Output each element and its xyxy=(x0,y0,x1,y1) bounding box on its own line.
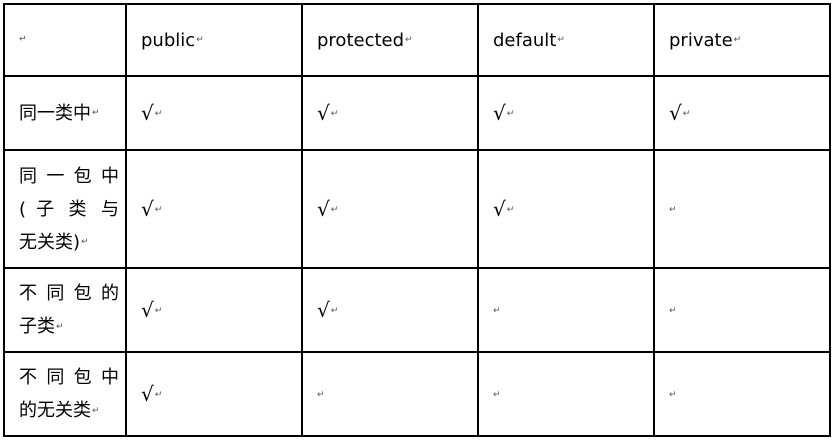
paragraph-mark: ↵ xyxy=(92,108,100,118)
cell-same-class-private: √↵ xyxy=(653,75,831,151)
check-mark: √ xyxy=(141,196,154,221)
table-row: 不同包中 的无关类↵ √↵ ↵ ↵ ↵ xyxy=(3,351,831,437)
table-row: 同一包中 ( 子 类 与 无关类)↵ √↵ √↵ √↵ ↵ xyxy=(3,149,831,269)
check-mark: √ xyxy=(141,381,154,406)
paragraph-mark: ↵ xyxy=(405,35,413,45)
paragraph-mark: ↵ xyxy=(317,389,325,400)
paragraph-mark: ↵ xyxy=(330,204,339,215)
cell-other-unrelated-private: ↵ xyxy=(653,351,831,437)
cell-other-subclass-private: ↵ xyxy=(653,267,831,353)
table-row: 同一类中↵ √↵ √↵ √↵ √↵ xyxy=(3,75,831,151)
paragraph-mark: ↵ xyxy=(669,305,677,316)
paragraph-mark: ↵ xyxy=(92,405,100,416)
cell-same-package-public: √↵ xyxy=(125,149,303,269)
check-mark: √ xyxy=(317,196,330,221)
paragraph-mark: ↵ xyxy=(330,108,339,119)
cell-other-subclass-protected: √↵ xyxy=(301,267,479,353)
cell-same-class-public: √↵ xyxy=(125,75,303,151)
paragraph-mark: ↵ xyxy=(154,389,163,400)
cell-other-unrelated-protected: ↵ xyxy=(301,351,479,437)
check-mark: √ xyxy=(317,100,330,125)
header-private: private↵ xyxy=(653,3,831,77)
cell-same-package-private: ↵ xyxy=(653,149,831,269)
paragraph-mark: ↵ xyxy=(669,204,677,215)
cell-other-subclass-public: √↵ xyxy=(125,267,303,353)
header-default: default↵ xyxy=(477,3,655,77)
paragraph-mark: ↵ xyxy=(19,34,27,45)
cell-same-package-default: √↵ xyxy=(477,149,655,269)
paragraph-mark: ↵ xyxy=(669,389,677,400)
access-modifier-table: ↵ public↵ protected↵ default↵ private↵ 同… xyxy=(3,3,831,437)
paragraph-mark: ↵ xyxy=(154,108,163,119)
header-row: ↵ public↵ protected↵ default↵ private↵ xyxy=(3,3,831,77)
paragraph-mark: ↵ xyxy=(493,305,501,316)
cell-other-unrelated-default: ↵ xyxy=(477,351,655,437)
header-public: public↵ xyxy=(125,3,303,77)
check-mark: √ xyxy=(141,297,154,322)
paragraph-mark: ↵ xyxy=(506,204,515,215)
row-label-same-package: 同一包中 ( 子 类 与 无关类)↵ xyxy=(3,149,127,269)
cell-same-package-protected: √↵ xyxy=(301,149,479,269)
row-label-other-package-unrelated: 不同包中 的无关类↵ xyxy=(3,351,127,437)
check-mark: √ xyxy=(493,196,506,221)
table-row: 不同包的 子类↵ √↵ √↵ ↵ ↵ xyxy=(3,267,831,353)
paragraph-mark: ↵ xyxy=(493,389,501,400)
paragraph-mark: ↵ xyxy=(682,108,691,119)
paragraph-mark: ↵ xyxy=(733,35,742,45)
cell-same-class-protected: √↵ xyxy=(301,75,479,151)
paragraph-mark: ↵ xyxy=(506,108,515,119)
paragraph-mark: ↵ xyxy=(154,204,163,215)
cell-other-unrelated-public: √↵ xyxy=(125,351,303,437)
paragraph-mark: ↵ xyxy=(557,35,565,45)
paragraph-mark: ↵ xyxy=(56,321,64,332)
paragraph-mark: ↵ xyxy=(154,305,163,316)
paragraph-mark: ↵ xyxy=(196,35,204,45)
check-mark: √ xyxy=(317,297,330,322)
header-protected: protected↵ xyxy=(301,3,479,77)
row-label-same-class: 同一类中↵ xyxy=(3,75,127,151)
cell-same-class-default: √↵ xyxy=(477,75,655,151)
cell-other-subclass-default: ↵ xyxy=(477,267,655,353)
corner-cell: ↵ xyxy=(3,3,127,77)
paragraph-mark: ↵ xyxy=(81,237,89,247)
row-label-other-package-subclass: 不同包的 子类↵ xyxy=(3,267,127,353)
paragraph-mark: ↵ xyxy=(330,305,339,316)
check-mark: √ xyxy=(493,100,506,125)
check-mark: √ xyxy=(669,100,682,125)
check-mark: √ xyxy=(141,100,154,125)
